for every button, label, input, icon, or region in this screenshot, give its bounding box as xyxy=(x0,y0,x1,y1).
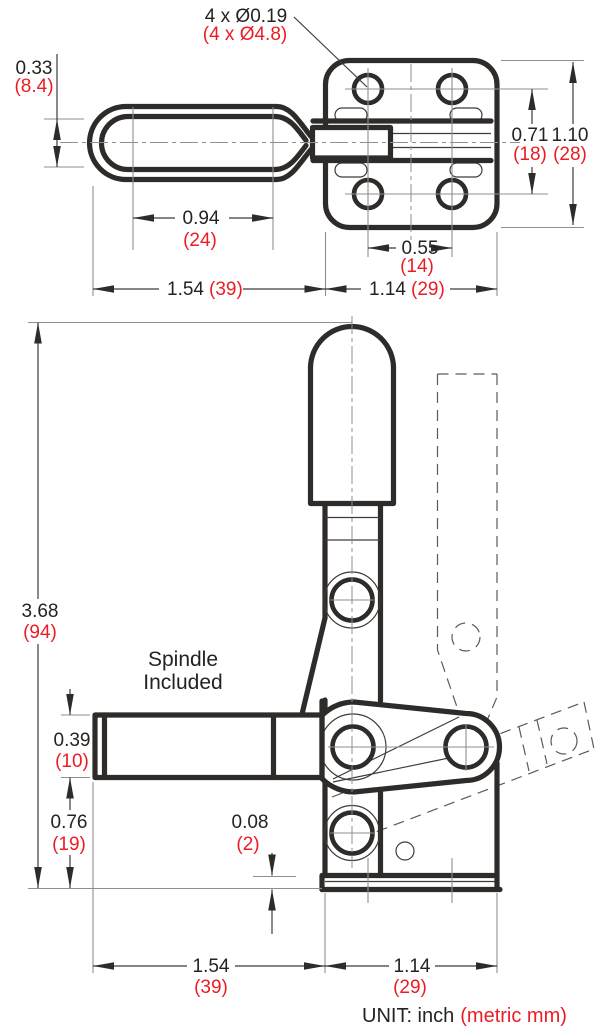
flange-thickness-inch: 0.08 xyxy=(232,812,269,833)
spindle-height-metric: (10) xyxy=(55,751,89,772)
front-left-width-metric: (39) xyxy=(194,977,228,998)
base-height-metric: (19) xyxy=(52,834,86,855)
front-view: 3.68 (94) Spindle Included 0.39 (10) 0.7… xyxy=(22,316,595,998)
hole-callout-inch: 4 x Ø0.19 xyxy=(205,6,287,27)
hole-spacing-x-metric: (14) xyxy=(400,256,434,277)
top-view-dimension-lines xyxy=(53,16,577,293)
spindle xyxy=(92,698,325,781)
base-plate xyxy=(319,760,503,893)
top-right-width-inch: 1.14 xyxy=(369,279,406,300)
front-view-centerlines xyxy=(328,316,494,903)
grip-length-metric: (24) xyxy=(183,230,217,251)
overall-height-metric: (94) xyxy=(23,622,57,643)
unit-note-black: UNIT: inch xyxy=(362,1005,454,1027)
unit-note-red: (metric mm) xyxy=(460,1005,567,1027)
front-view-extension-lines xyxy=(28,321,498,973)
plate-height-metric: (28) xyxy=(553,144,587,165)
handle-tube-metric: (8.4) xyxy=(14,76,53,97)
top-view: 4 x Ø0.19 (4 x Ø4.8) 0.33 (8.4) 0.71 1.1… xyxy=(14,6,588,300)
front-right-width-inch: 1.14 xyxy=(394,956,431,977)
top-left-width-metric: (39) xyxy=(209,279,243,300)
handle-tube-inch: 0.33 xyxy=(16,58,53,79)
top-left-width-inch: 1.54 xyxy=(167,279,204,300)
hole-spacing-y-inch: 0.71 xyxy=(512,125,549,146)
grip-length-inch: 0.94 xyxy=(183,208,220,229)
hole-spacing-x-inch: 0.55 xyxy=(402,238,439,259)
plate-height-inch: 1.10 xyxy=(552,125,589,146)
unit-note: UNIT: inch (metric mm) xyxy=(362,1005,567,1027)
hole-callout-metric: (4 x Ø4.8) xyxy=(203,24,287,45)
spindle-note-line1: Spindle xyxy=(148,648,218,671)
flange-thickness-metric: (2) xyxy=(236,834,259,855)
top-right-width-metric: (29) xyxy=(411,279,445,300)
front-right-width-metric: (29) xyxy=(393,977,427,998)
top-view-centerlines xyxy=(44,59,584,296)
spindle-note-line2: Included xyxy=(143,671,222,694)
front-left-width-inch: 1.54 xyxy=(193,956,230,977)
front-view-dimension-lines xyxy=(34,322,497,970)
base-small-hole xyxy=(395,841,415,861)
hole-spacing-y-metric: (18) xyxy=(513,144,547,165)
base-height-inch: 0.76 xyxy=(51,812,88,833)
spindle-height-inch: 0.39 xyxy=(54,730,91,751)
overall-height-inch: 3.68 xyxy=(22,601,59,622)
